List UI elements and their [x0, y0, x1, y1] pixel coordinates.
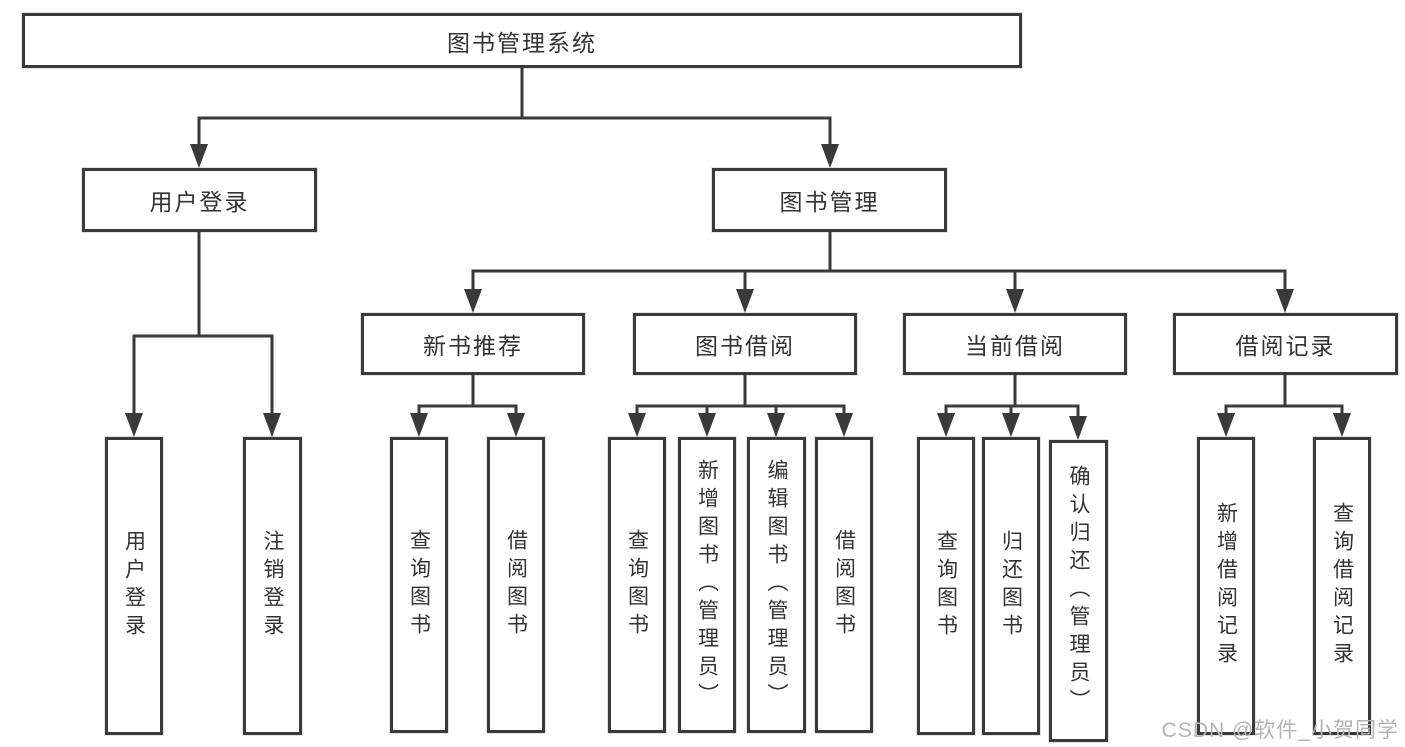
edge-borrowing-records-children — [1217, 373, 1351, 437]
arrow-down-icon — [628, 413, 646, 437]
edge-book-management-children — [464, 230, 1294, 313]
arrow-down-icon — [835, 413, 853, 437]
node-new-book-recommend: 新书推荐 — [361, 313, 585, 375]
arrow-down-icon — [736, 289, 754, 313]
node-user-login: 用户登录 — [82, 168, 317, 232]
arrow-down-icon — [125, 413, 143, 437]
arrow-down-icon — [507, 413, 525, 437]
arrow-down-icon — [1276, 289, 1294, 313]
arrow-down-icon — [263, 413, 281, 437]
leaf-query-borrow-record: 查询借阅记录 — [1313, 437, 1371, 735]
arrow-down-icon — [1002, 413, 1020, 437]
leaf-add-borrow-record: 新增借阅记录 — [1197, 437, 1255, 735]
arrow-down-icon — [937, 413, 955, 437]
node-book-management: 图书管理 — [712, 168, 947, 232]
leaf-return-books: 归还图书 — [982, 437, 1040, 735]
leaf-query-books-2: 查询图书 — [608, 437, 666, 733]
leaf-confirm-return-admin: 确认归还（管理员） — [1049, 440, 1108, 742]
edge-root-to-level2 — [190, 66, 839, 168]
leaf-query-books-3: 查询图书 — [917, 437, 975, 735]
arrow-down-icon — [698, 413, 716, 437]
arrow-down-icon — [190, 144, 208, 168]
arrow-down-icon — [1006, 289, 1024, 313]
leaf-borrow-books-2: 借阅图书 — [815, 437, 873, 733]
node-library-management-system: 图书管理系统 — [22, 13, 1022, 68]
leaf-add-books-admin: 新增图书（管理员） — [678, 437, 736, 733]
leaf-logout: 注销登录 — [243, 437, 302, 735]
edge-new-book-recommend-children — [410, 373, 525, 437]
csdn-watermark: CSDN @软件_小贺同学 — [1161, 719, 1399, 742]
edge-user-login-children — [125, 230, 281, 437]
arrow-down-icon — [1333, 413, 1351, 437]
leaf-query-books-1: 查询图书 — [390, 437, 448, 733]
arrow-down-icon — [1217, 413, 1235, 437]
leaf-user-login: 用户登录 — [105, 437, 163, 735]
node-book-borrowing: 图书借阅 — [633, 313, 857, 375]
arrow-down-icon — [410, 413, 428, 437]
arrow-down-icon — [821, 144, 839, 168]
node-borrowing-records: 借阅记录 — [1173, 313, 1398, 375]
node-current-borrowing: 当前借阅 — [903, 313, 1127, 375]
edge-current-borrowing-children — [937, 373, 1087, 440]
arrow-down-icon — [1069, 416, 1087, 440]
arrow-down-icon — [767, 413, 785, 437]
leaf-borrow-books-1: 借阅图书 — [487, 437, 545, 733]
edge-book-borrowing-children — [628, 373, 853, 437]
arrow-down-icon — [464, 289, 482, 313]
leaf-edit-books-admin: 编辑图书（管理员） — [747, 437, 806, 733]
